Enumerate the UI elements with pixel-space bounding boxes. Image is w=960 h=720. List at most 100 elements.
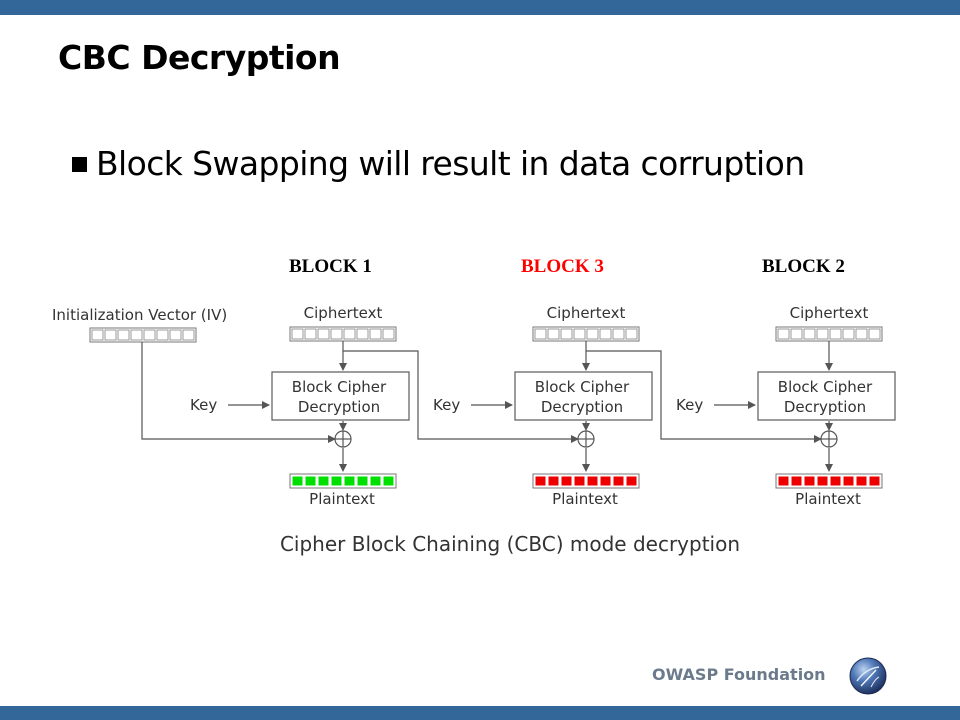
- ciphertext-cells: [532, 326, 640, 342]
- byte-cell: [291, 475, 304, 487]
- ciphertext-label: Ciphertext: [547, 304, 626, 322]
- decryption-label: Decryption: [298, 398, 380, 416]
- byte-cell: [117, 329, 130, 341]
- byte-cell: [560, 475, 573, 487]
- byte-cell: [291, 328, 304, 340]
- byte-cell: [868, 328, 881, 340]
- footer-text: OWASP Foundation: [652, 665, 826, 684]
- byte-cell: [790, 475, 803, 487]
- byte-cell: [612, 328, 625, 340]
- byte-cell: [356, 475, 369, 487]
- ciphertext-label: Ciphertext: [304, 304, 383, 322]
- block-cipher-label: Block Cipher: [778, 378, 873, 396]
- top-bar: [0, 0, 960, 15]
- byte-cell: [369, 475, 382, 487]
- byte-cell: [868, 475, 881, 487]
- byte-cell: [330, 475, 343, 487]
- byte-cell: [573, 475, 586, 487]
- iv-cells: [89, 327, 197, 343]
- byte-cell: [842, 475, 855, 487]
- byte-cell: [317, 328, 330, 340]
- iv-label: Initialization Vector (IV): [52, 306, 227, 324]
- plaintext-cells: [775, 473, 883, 489]
- byte-cell: [790, 328, 803, 340]
- key-label: Key: [676, 396, 703, 414]
- byte-cell: [330, 328, 343, 340]
- decryption-label: Decryption: [784, 398, 866, 416]
- bottom-bar: [0, 706, 960, 720]
- byte-cell: [156, 329, 169, 341]
- byte-cell: [803, 328, 816, 340]
- byte-cell: [855, 328, 868, 340]
- byte-cell: [816, 328, 829, 340]
- byte-cell: [625, 475, 638, 487]
- byte-cell: [855, 475, 868, 487]
- byte-cell: [143, 329, 156, 341]
- ciphertext-label: Ciphertext: [790, 304, 869, 322]
- plaintext-cells: [532, 473, 640, 489]
- byte-cell: [573, 328, 586, 340]
- byte-cell: [534, 328, 547, 340]
- byte-cell: [599, 328, 612, 340]
- owasp-globe-icon: [849, 657, 887, 695]
- byte-cell: [547, 328, 560, 340]
- key-label: Key: [190, 396, 217, 414]
- byte-cell: [586, 475, 599, 487]
- byte-cell: [842, 328, 855, 340]
- byte-cell: [169, 329, 182, 341]
- bullet-item: Block Swapping will result in data corru…: [72, 144, 805, 183]
- ciphertext-cells: [289, 326, 397, 342]
- byte-cell: [777, 328, 790, 340]
- byte-cell: [182, 329, 195, 341]
- block-cipher-box: [514, 371, 653, 421]
- byte-cell: [104, 329, 117, 341]
- byte-cell: [356, 328, 369, 340]
- byte-cell: [829, 328, 842, 340]
- block-label-2: BLOCK 3: [521, 256, 604, 277]
- byte-cell: [803, 475, 816, 487]
- ciphertext-cells: [775, 326, 883, 342]
- byte-cell: [369, 328, 382, 340]
- byte-cell: [317, 475, 330, 487]
- byte-cell: [599, 475, 612, 487]
- byte-cell: [304, 328, 317, 340]
- diagram-caption: Cipher Block Chaining (CBC) mode decrypt…: [280, 532, 740, 556]
- plaintext-label: Plaintext: [552, 490, 618, 508]
- decryption-label: Decryption: [541, 398, 623, 416]
- square-bullet-icon: [72, 157, 87, 172]
- byte-cell: [829, 475, 842, 487]
- byte-cell: [777, 475, 790, 487]
- connectors: [141, 342, 822, 443]
- block-cipher-box: [757, 371, 896, 421]
- block-label-3: BLOCK 2: [762, 256, 845, 277]
- plaintext-label: Plaintext: [309, 490, 375, 508]
- byte-cell: [816, 475, 829, 487]
- xor-icon: [577, 430, 595, 448]
- byte-cell: [612, 475, 625, 487]
- byte-cell: [130, 329, 143, 341]
- byte-cell: [534, 475, 547, 487]
- byte-cell: [382, 475, 395, 487]
- block-cipher-box: [271, 371, 410, 421]
- byte-cell: [91, 329, 104, 341]
- byte-cell: [625, 328, 638, 340]
- xor-icon: [334, 430, 352, 448]
- byte-cell: [343, 328, 356, 340]
- byte-cell: [560, 328, 573, 340]
- plaintext-cells: [289, 473, 397, 489]
- plaintext-label: Plaintext: [795, 490, 861, 508]
- bullet-text: Block Swapping will result in data corru…: [96, 144, 805, 183]
- iv-byte-cells: [89, 327, 197, 343]
- byte-cell: [343, 475, 356, 487]
- block-cipher-label: Block Cipher: [535, 378, 630, 396]
- xor-icon: [820, 430, 838, 448]
- block-label-1: BLOCK 1: [289, 256, 372, 277]
- byte-cell: [304, 475, 317, 487]
- byte-cell: [382, 328, 395, 340]
- block-cipher-label: Block Cipher: [292, 378, 387, 396]
